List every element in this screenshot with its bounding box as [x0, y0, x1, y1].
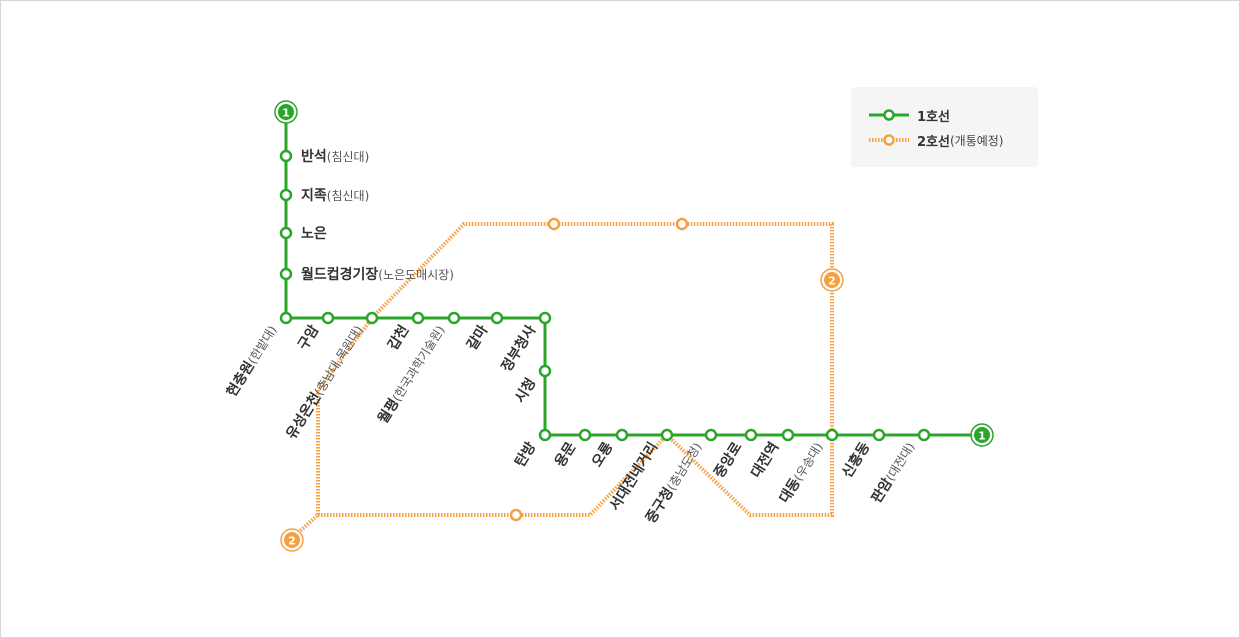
- station-name: 정부청사: [498, 322, 540, 375]
- station-name: 노은: [301, 226, 327, 242]
- line1-swatch-icon: [869, 105, 909, 125]
- legend-item-line1: 1호선: [869, 105, 950, 125]
- line2-segment: [316, 222, 834, 517]
- station-marker[interactable]: [279, 267, 293, 281]
- line2-station-marker: [547, 217, 561, 231]
- station-marker[interactable]: [279, 149, 293, 163]
- station-marker[interactable]: [744, 428, 758, 442]
- station-label[interactable]: 오룡: [589, 440, 616, 470]
- station-name: 갑천: [385, 323, 412, 353]
- station-sub-label: (노은도매시장): [378, 268, 454, 282]
- station-marker[interactable]: [538, 428, 552, 442]
- station-marker[interactable]: [872, 428, 886, 442]
- line2-terminal-badge-icon: [284, 532, 300, 548]
- station-marker[interactable]: [411, 311, 425, 325]
- station-markers: [279, 149, 931, 442]
- legend-line2-name: 2호선: [917, 134, 950, 150]
- station-label[interactable]: 갑천: [385, 323, 412, 353]
- station-sub-label: (대전대): [883, 440, 917, 483]
- station-label[interactable]: 월평(한국과학기술원): [374, 322, 448, 426]
- station-label[interactable]: 탄방: [511, 439, 539, 470]
- station-name: 오룡: [589, 440, 616, 470]
- terminal-badges: 1 1 2 2: [274, 100, 994, 552]
- station-name: 반석: [301, 148, 327, 165]
- station-marker[interactable]: [365, 311, 379, 325]
- station-name: 대전역: [747, 439, 782, 481]
- station-sub-label: (우송대): [791, 440, 825, 483]
- station-label[interactable]: 판암(대전대): [868, 439, 919, 506]
- station-name: 구암: [294, 322, 322, 353]
- legend-line1-name: 1호선: [917, 109, 950, 125]
- station-marker[interactable]: [490, 311, 504, 325]
- map-legend: 1호선 2호선(개통예정): [851, 87, 1038, 167]
- station-name: 시청: [512, 376, 539, 406]
- station-label[interactable]: 정부청사: [498, 322, 540, 375]
- station-name: 유성온천: [283, 390, 324, 442]
- station-sub-label: (한밭대): [245, 323, 279, 366]
- station-label[interactable]: 용문: [552, 440, 579, 470]
- station-label[interactable]: 반석(침신대): [301, 148, 369, 165]
- station-label[interactable]: 대전역: [747, 439, 782, 481]
- line2-station-marker: [675, 217, 689, 231]
- station-name: 신흥동: [838, 439, 873, 481]
- station-label[interactable]: 대동(우송대): [777, 440, 827, 506]
- station-name: 용문: [552, 440, 579, 470]
- station-marker[interactable]: [538, 311, 552, 325]
- station-name: 탄방: [511, 439, 539, 470]
- station-marker[interactable]: [704, 428, 718, 442]
- line2-swatch-icon: [869, 130, 909, 150]
- station-marker[interactable]: [917, 428, 931, 442]
- station-marker[interactable]: [279, 311, 293, 325]
- station-sub-label: (침신대): [327, 189, 369, 203]
- station-label[interactable]: 지족(침신대): [301, 188, 369, 204]
- station-label[interactable]: 시청: [512, 376, 539, 406]
- station-labels: 반석(침신대)지족(침신대)노은월드컵경기장(노은도매시장)현충원(한밭대)구암…: [224, 148, 919, 526]
- station-marker[interactable]: [321, 311, 335, 325]
- line2-terminal-badge-icon: [824, 272, 840, 288]
- station-marker[interactable]: [279, 226, 293, 240]
- station-label[interactable]: 현충원(한밭대): [224, 323, 281, 400]
- line2-station-marker: [509, 508, 523, 522]
- station-marker[interactable]: [660, 428, 674, 442]
- station-name: 월드컵경기장: [301, 266, 378, 283]
- line1-terminal-badge-number: 1: [978, 430, 986, 443]
- station-marker[interactable]: [447, 311, 461, 325]
- station-sub-label: (충남도청): [664, 440, 704, 493]
- station-name: 지족: [301, 188, 327, 204]
- station-marker[interactable]: [615, 428, 629, 442]
- station-label[interactable]: 구암: [294, 322, 322, 353]
- station-name: 갈마: [464, 323, 491, 353]
- station-label[interactable]: 유성온천(충남대,목원대): [283, 323, 366, 443]
- line1-terminal-badge-icon: [974, 427, 990, 443]
- station-label[interactable]: 갈마: [464, 323, 491, 353]
- station-marker[interactable]: [578, 428, 592, 442]
- legend-line2-note: (개통예정): [949, 133, 1004, 148]
- station-marker[interactable]: [279, 188, 293, 202]
- station-label[interactable]: 노은: [301, 226, 327, 242]
- station-marker[interactable]: [781, 428, 795, 442]
- station-label[interactable]: 중앙로: [710, 439, 745, 481]
- legend-item-line2: 2호선(개통예정): [869, 130, 1004, 150]
- station-label[interactable]: 월드컵경기장(노은도매시장): [301, 266, 454, 283]
- station-name: 중앙로: [710, 439, 745, 481]
- line1-terminal-badge-number: 1: [282, 107, 290, 120]
- line1-terminal-badge-icon: [278, 104, 294, 120]
- station-sub-label: (침신대): [327, 150, 369, 164]
- line2-terminal-badge-number: 2: [288, 535, 296, 548]
- line2-terminal-badge-number: 2: [828, 275, 836, 288]
- station-label[interactable]: 신흥동: [838, 439, 873, 481]
- station-marker[interactable]: [825, 428, 839, 442]
- station-marker[interactable]: [538, 364, 552, 378]
